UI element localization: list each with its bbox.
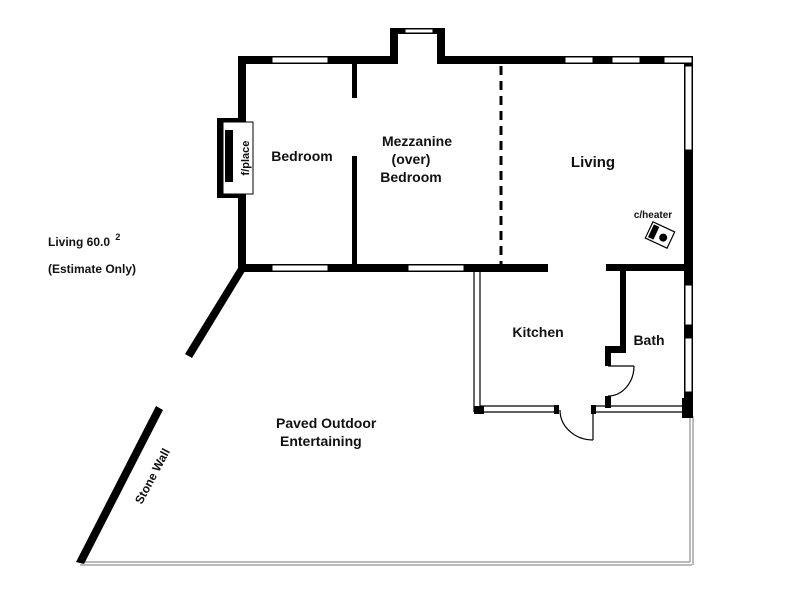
exterior-walls [238,28,693,418]
heater-icon [644,220,676,250]
fireplace: f/place [217,118,254,198]
room-label-mezzanine-over: (over) [392,151,431,167]
window [271,56,329,64]
doors [559,365,635,441]
window [663,56,693,64]
outdoor-boundary [78,416,694,566]
room-label-outdoor: Paved Outdoor [276,415,377,431]
room-label-mezzanine: Mezzanine [382,133,452,149]
stone-wall [76,268,245,564]
window [611,56,641,64]
area-label: Living 60.0 2 [48,232,120,249]
area-note: (Estimate Only) [48,262,136,276]
room-label-living: Living [571,154,615,171]
room-label-bedroom: Bedroom [271,148,332,164]
room-label-bath: Bath [633,332,664,348]
window [684,65,693,151]
area-value: Living 60.0 [48,235,110,249]
room-label-kitchen: Kitchen [512,324,563,340]
interior-walls [352,64,626,408]
window [564,56,594,64]
area-superscript: 2 [115,232,120,242]
window [684,337,693,393]
room-label-mezzanine-bedroom: Bedroom [380,169,441,185]
window [404,28,434,34]
window [271,264,329,272]
bath-door [607,365,635,397]
window [407,264,465,272]
heater-label: c/heater [634,210,672,221]
kitchen-walls [473,272,682,414]
fireplace-label: f/place [240,141,252,176]
windows [271,28,693,393]
window [684,284,693,326]
kitchen-door [559,409,594,441]
room-label-outdoor-entertaining: Entertaining [280,433,362,449]
